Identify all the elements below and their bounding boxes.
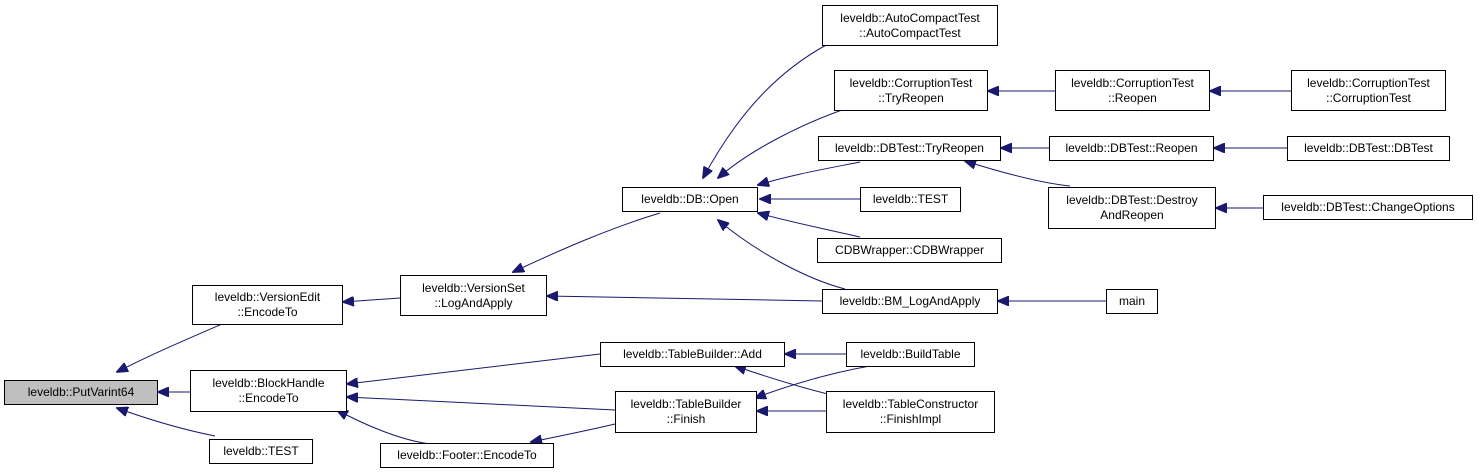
edge-versionedit-versionset — [343, 298, 401, 302]
node-blockhandle-encodeto[interactable]: leveldb::BlockHandle ::EncodeTo — [190, 370, 347, 412]
node-bm-logandapply[interactable]: leveldb::BM_LogAndApply — [822, 289, 998, 314]
edge-blockhandle-footer — [337, 410, 431, 445]
edge-footer-tablebuilder-finish — [531, 423, 616, 442]
node-tableconstructor-finishimpl[interactable]: leveldb::TableConstructor ::FinishImpl — [826, 391, 995, 433]
node-tablebuilder-finish[interactable]: leveldb::TableBuilder ::Finish — [615, 391, 757, 433]
edge-dbopen-dbtest-tryreopen — [758, 161, 861, 185]
node-dbtest-destroyandreopen[interactable]: leveldb::DBTest::Destroy AndReopen — [1048, 187, 1216, 229]
edge-versionset-dbopen — [513, 212, 661, 272]
node-cdbwrapper[interactable]: CDBWrapper::CDBWrapper — [817, 238, 1002, 263]
node-putvarint64: leveldb::PutVarint64 — [4, 380, 158, 405]
node-buildtable[interactable]: leveldb::BuildTable — [846, 342, 975, 367]
edge-blockhandle-tablebuilder-add — [347, 353, 601, 384]
node-versionedit-encodeto[interactable]: leveldb::VersionEdit ::EncodeTo — [192, 285, 343, 325]
node-tablebuilder-add[interactable]: leveldb::TableBuilder::Add — [600, 342, 785, 367]
node-versionset-logandapply[interactable]: leveldb::VersionSet ::LogAndApply — [400, 275, 547, 316]
edge-dbopen-bmlogandapply — [718, 220, 846, 290]
edge-dbopen-autocompact — [703, 43, 829, 178]
edge-versionset-bmlogandapply — [547, 296, 823, 302]
node-main[interactable]: main — [1106, 289, 1158, 314]
node-corruptiontest-ctor[interactable]: leveldb::CorruptionTest ::CorruptionTest — [1291, 70, 1446, 111]
edge-putvarint64-versionedit — [117, 323, 223, 372]
node-corruptiontest-tryreopen[interactable]: leveldb::CorruptionTest ::TryReopen — [834, 70, 988, 111]
edge-tablebuilder-finish-buildtable — [755, 365, 871, 398]
edge-blockhandle-tablebuilder-finish — [347, 397, 616, 411]
node-corruptiontest-reopen[interactable]: leveldb::CorruptionTest ::Reopen — [1055, 70, 1210, 111]
edge-dbopen-cdbwrapper — [758, 213, 861, 238]
node-dbtest-changeoptions[interactable]: leveldb::DBTest::ChangeOptions — [1263, 195, 1473, 220]
node-autocompacttest-ctor[interactable]: leveldb::AutoCompactTest ::AutoCompactTe… — [822, 5, 998, 46]
node-test-mid[interactable]: leveldb::TEST — [860, 187, 961, 212]
edge-dbtest-tryreopen-destroy — [965, 161, 1071, 187]
node-dbtest-reopen[interactable]: leveldb::DBTest::Reopen — [1049, 136, 1214, 161]
edge-putvarint64-test-bottom — [117, 408, 216, 437]
node-test-bottom[interactable]: leveldb::TEST — [209, 439, 313, 464]
node-db-open[interactable]: leveldb::DB::Open — [622, 187, 758, 212]
node-dbtest-ctor[interactable]: leveldb::DBTest::DBTest — [1287, 136, 1450, 161]
node-footer-encodeto[interactable]: leveldb::Footer::EncodeTo — [380, 443, 554, 468]
node-dbtest-tryreopen[interactable]: leveldb::DBTest::TryReopen — [818, 136, 1001, 161]
edge-dbopen-corruption-tryreopen — [718, 109, 843, 178]
